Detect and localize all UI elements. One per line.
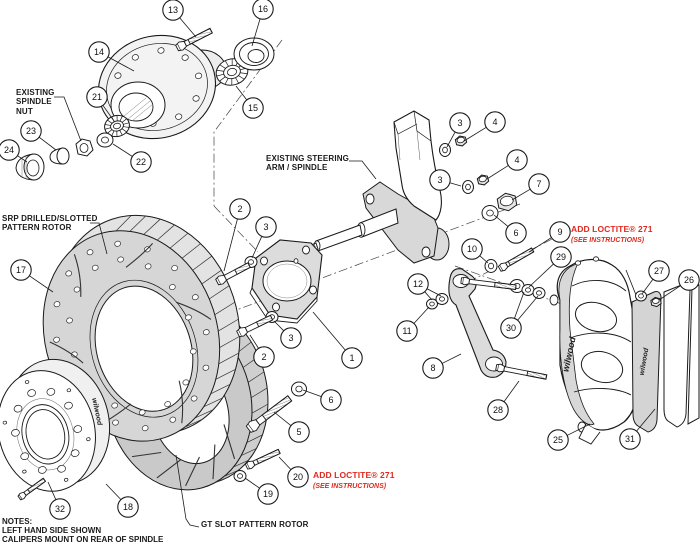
loctite-note-2: ADD LOCTITE® 271 (SEE INSTRUCTIONS) [313, 465, 395, 490]
spindle-nut-label: EXISTING SPINDLE NUT [16, 88, 55, 116]
bolts [17, 27, 548, 501]
steering-arm-spindle [292, 110, 450, 264]
gt-rotor-label: GT SLOT PATTERN ROTOR [201, 520, 309, 529]
caliper: wilwood [549, 256, 641, 445]
loctite-title: ADD LOCTITE® 271 [571, 224, 653, 234]
notes-block: NOTES: LEFT HAND SIDE SHOWN CALIPERS MOU… [2, 517, 164, 545]
loctite-note-1: ADD LOCTITE® 271 (SEE INSTRUCTIONS) [571, 219, 653, 244]
brake-pads: wilwood [631, 283, 700, 433]
pad-logo: wilwood [639, 347, 651, 376]
label-leaders [54, 96, 377, 528]
steering-arm-label: EXISTING STEERING ARM / SPINDLE [266, 154, 350, 173]
loctite-title: ADD LOCTITE® 271 [313, 470, 395, 480]
spindle-nut-group [15, 138, 94, 181]
loctite-subtitle: (SEE INSTRUCTIONS) [571, 237, 645, 244]
caliper-bracket [249, 239, 323, 324]
bearings-and-seals [104, 37, 275, 138]
loctite-subtitle: (SEE INSTRUCTIONS) [313, 483, 387, 490]
rotor-hat [0, 358, 111, 492]
srp-rotor-label: SRP DRILLED/SLOTTED PATTERN ROTOR [2, 214, 98, 233]
